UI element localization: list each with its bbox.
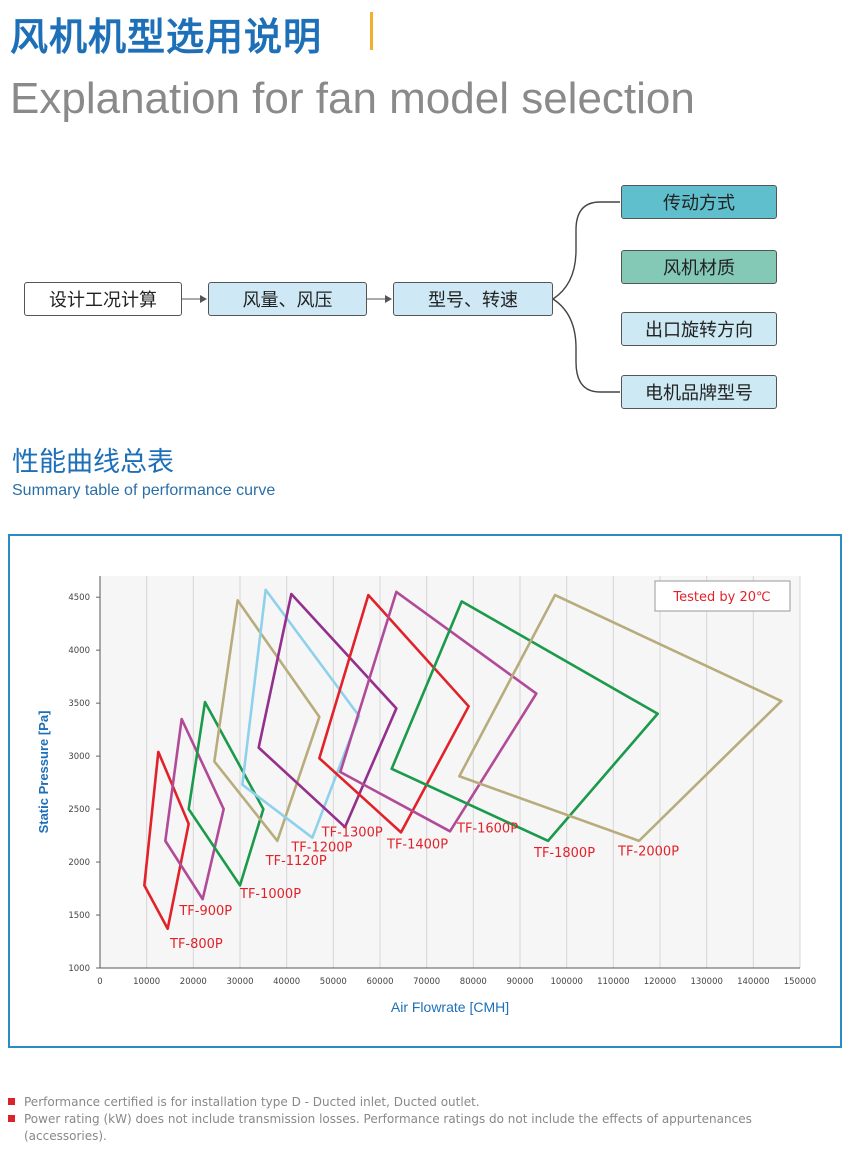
footnotes: Performance certified is for installatio… [8,1094,838,1145]
series-tf-2000p [458,593,783,843]
series-label: TF-1120P [265,854,327,869]
series-label: TF-1400P [386,837,448,852]
x-tick-label: 10000 [133,977,160,987]
series-tf-1300p [257,592,398,829]
x-tick-label: 70000 [413,977,440,987]
y-tick-label: 3500 [68,699,90,709]
title-accent-bar [370,12,373,50]
x-tick-label: 150000 [784,977,816,987]
x-tick-label: 60000 [366,977,393,987]
y-tick-label: 2500 [68,805,90,815]
flow-step-airflow-pressure: 风量、风压 [208,282,367,316]
flow-arrowhead-1 [200,295,207,303]
section-title-en: Summary table of performance curve [12,482,276,499]
y-tick-label: 4000 [68,646,90,656]
series-label: TF-1000P [239,887,301,902]
footnote-item: Power rating (kW) does not include trans… [8,1111,838,1145]
annotation-box [654,580,791,612]
x-tick-label: 50000 [320,977,347,987]
flow-step-design-calc: 设计工况计算 [24,282,182,316]
y-axis-label: Static Pressure [Pa] [36,711,51,834]
y-tick-label: 4500 [68,593,90,603]
series-label: TF-800P [169,937,223,952]
series-tf-1000p [187,700,265,887]
brace-top [552,201,620,300]
flow-connectors [182,201,620,393]
series-tf-1600p [339,590,538,833]
series-tf-1800p [390,600,659,843]
x-tick-label: 120000 [644,977,676,987]
series-label: TF-1600P [456,821,518,836]
x-tick-label: 40000 [273,977,300,987]
x-tick-label: 0 [97,977,102,987]
footnote-item: Performance certified is for installatio… [8,1094,838,1111]
flow-option-fan-material: 风机材质 [621,250,777,284]
x-tick-label: 100000 [550,977,582,987]
performance-chart: 0 10000 20000 30000 40000 50000 60000 70000 8000… [36,576,816,1015]
performance-chart-frame: 0 10000 20000 30000 40000 50000 60000 70000 8000… [8,534,842,1048]
x-tick-label: 30000 [226,977,253,987]
x-tick-label: 90000 [506,977,533,987]
flow-option-motor-brand: 电机品牌型号 [621,375,777,409]
x-tick-label: 130000 [690,977,722,987]
series-tf-800p [143,750,190,931]
series-label: TF-900P [178,904,232,919]
x-tick-label: 140000 [737,977,769,987]
footnote-text: Power rating (kW) does not include trans… [24,1112,752,1143]
brace-bottom [552,298,620,393]
series-label: TF-1800P [533,846,595,861]
footnote-text: Performance certified is for installatio… [24,1095,480,1109]
flow-option-outlet-rotation: 出口旋转方向 [621,312,777,346]
series-tf-1400p [318,593,470,834]
x-tick-label: 80000 [460,977,487,987]
page-title-cn: 风机机型选用说明 [10,14,323,59]
y-tick-label: 1000 [68,964,90,974]
page-title-en: Explanation for fan model selection [10,74,695,123]
series-label: TF-1300P [321,826,383,841]
x-tick-label: 110000 [597,977,629,987]
annotation-text: Tested by 20℃ [672,590,770,605]
footnote-bullet [8,1115,15,1122]
y-tick-label: 1500 [68,911,90,921]
x-axis-label: Air Flowrate [CMH] [391,999,509,1015]
footnote-bullet [8,1098,15,1105]
flow-option-drive-type: 传动方式 [621,185,777,219]
series-tf-1120p [213,599,321,843]
series-tf-900p [164,717,225,901]
x-tick-label: 20000 [180,977,207,987]
plot-area [100,576,800,968]
section-title-cn: 性能曲线总表 [12,447,174,478]
flow-arrowhead-2 [385,295,392,303]
series-label: TF-2000P [617,845,679,860]
y-tick-label: 2000 [68,858,90,868]
y-tick-label: 3000 [68,752,90,762]
flow-step-model-speed: 型号、转速 [393,282,553,316]
series-label: TF-1200P [290,840,352,855]
